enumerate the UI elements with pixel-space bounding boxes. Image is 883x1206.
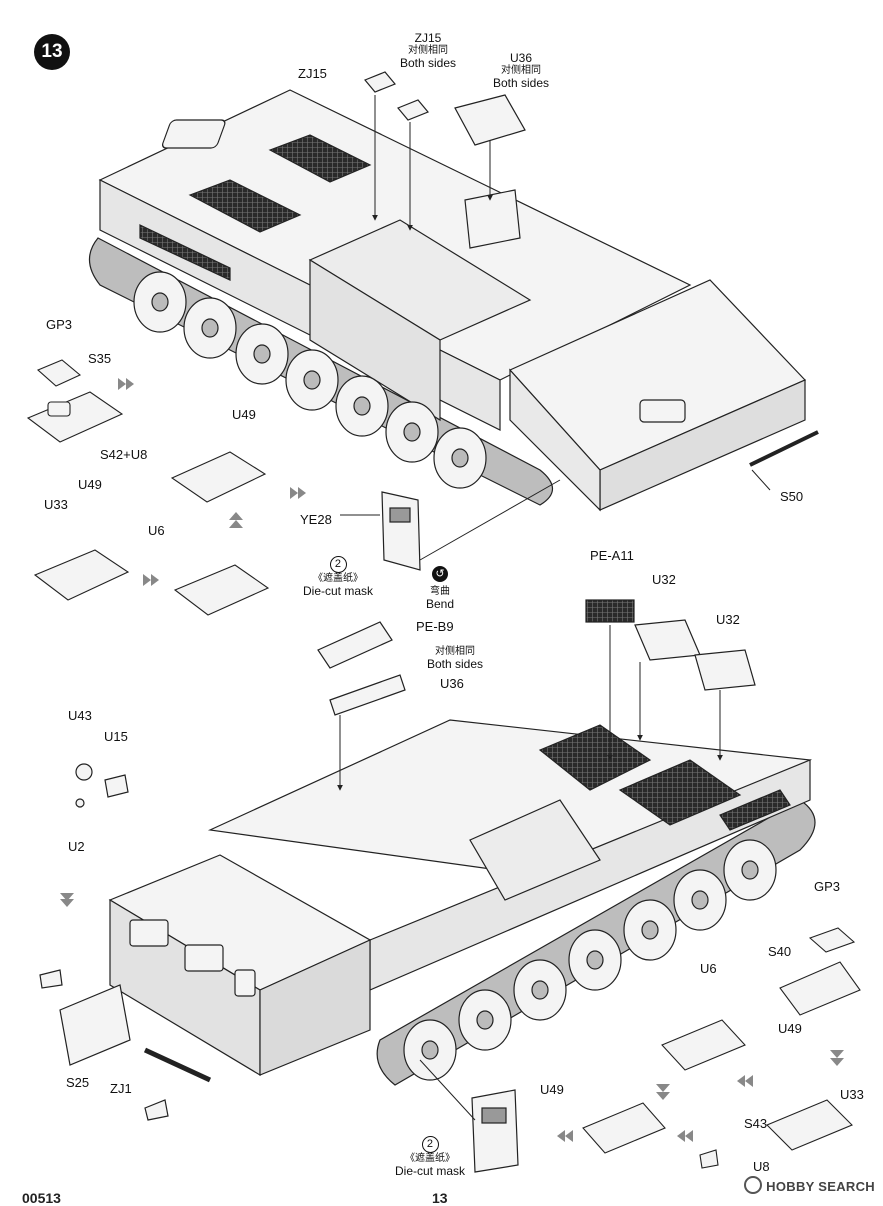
label-gp3-lower: GP3 — [814, 879, 841, 894]
label-mask-lower-num: 2 — [421, 1136, 439, 1153]
page-footer-left: 00513 — [22, 1190, 61, 1206]
label-u6-b: U6 — [700, 961, 717, 976]
part-u32-b — [694, 649, 756, 691]
label-zj15-top: ZJ15 对侧相同 Both sides — [400, 32, 456, 70]
label-both-sides-a: Both sides — [399, 56, 457, 70]
label-mask-upper-num: 2 — [329, 556, 347, 573]
label-s25: S25 — [66, 1075, 90, 1090]
lower-subassemblies — [582, 927, 861, 1169]
label-both-sides-b: Both sides — [492, 76, 550, 90]
part-pe-b9 — [317, 621, 393, 669]
label-both-sides-cn-c: 对侧相同 — [434, 646, 475, 657]
label-u15: U15 — [104, 729, 128, 744]
label-pe-b9: PE-B9 — [416, 619, 454, 634]
label-mask-upper: 2 《遮盖纸》 Die-cut mask — [303, 556, 373, 598]
label-u49-d: U49 — [540, 1082, 564, 1097]
label-mask-upper-cn: 《遮盖纸》 — [312, 573, 363, 584]
watermark-text: HOBBY SEARCH — [766, 1179, 875, 1194]
upper-road-wheels — [133, 271, 487, 489]
label-s42u8: S42+U8 — [100, 447, 148, 462]
label-both-sides-cn-b: 对侧相同 — [500, 65, 541, 76]
part-u36-lower — [329, 674, 406, 716]
label-bend: 弯曲 Bend — [426, 586, 454, 611]
label-u36-top-code: U36 — [509, 51, 533, 65]
label-u43: U43 — [68, 708, 92, 723]
label-mask-lower-cn: 《遮盖纸》 — [404, 1153, 455, 1164]
label-bend-cn: 弯曲 — [430, 586, 450, 597]
upper-subassemblies — [26, 359, 270, 616]
label-u2: U2 — [68, 839, 85, 854]
label-gp3-top: GP3 — [46, 317, 73, 332]
label-mask-lower: 2 《遮盖纸》 Die-cut mask — [395, 1136, 465, 1178]
label-u8: U8 — [753, 1159, 770, 1174]
part-ye28 — [381, 491, 421, 571]
label-zj1: ZJ1 — [110, 1081, 132, 1096]
label-both-sides-cn-a: 对侧相同 — [407, 45, 448, 56]
part-zj1 — [143, 1047, 212, 1083]
lower-hull-drawing — [39, 599, 816, 1173]
part-s25 — [59, 984, 131, 1066]
label-u49-a: U49 — [232, 407, 256, 422]
label-u36-top: U36 对侧相同 Both sides — [493, 52, 549, 90]
label-u49-b: U49 — [78, 477, 102, 492]
bend-icon: ↺ — [432, 566, 448, 582]
label-both-sides-c: 对侧相同 Both sides — [427, 646, 483, 671]
label-mask-upper-en: Die-cut mask — [302, 584, 374, 598]
label-u36-lower: U36 — [440, 676, 464, 691]
upper-hull-drawing — [88, 71, 819, 571]
part-s50 — [749, 430, 819, 467]
label-s43: S43 — [744, 1116, 768, 1131]
label-pe-a11: PE-A11 — [590, 548, 634, 563]
part-zj15-a — [364, 71, 396, 93]
part-rear-door-lower — [471, 1089, 519, 1173]
label-s35: S35 — [88, 351, 112, 366]
label-zj15-left: ZJ15 — [298, 66, 327, 81]
part-u32-a — [634, 619, 701, 661]
label-bend-en: Bend — [425, 597, 455, 611]
label-both-sides-c-en: Both sides — [426, 657, 484, 671]
label-u32-a: U32 — [652, 572, 676, 587]
watermark-logo: HOBBY SEARCH — [744, 1176, 875, 1194]
label-u6-a: U6 — [148, 523, 165, 538]
label-mask-lower-en: Die-cut mask — [394, 1164, 466, 1178]
label-s50: S50 — [780, 489, 804, 504]
label-u33-b: U33 — [840, 1087, 864, 1102]
label-u33-a: U33 — [44, 497, 68, 512]
part-u36-top — [454, 94, 526, 146]
label-u32-b: U32 — [716, 612, 740, 627]
label-zj15-top-code: ZJ15 — [414, 31, 442, 45]
page-footer-center: 13 — [432, 1190, 448, 1206]
step-number-badge: 13 — [34, 34, 70, 70]
watermark-ring-icon — [744, 1176, 763, 1194]
part-pe-a11 — [585, 599, 635, 623]
label-u49-c: U49 — [778, 1021, 802, 1036]
label-s40: S40 — [768, 944, 792, 959]
part-zj15-b — [397, 99, 429, 121]
label-ye28: YE28 — [300, 512, 332, 527]
